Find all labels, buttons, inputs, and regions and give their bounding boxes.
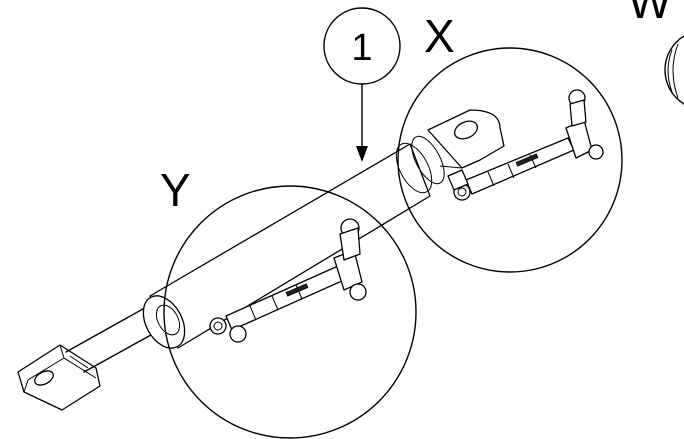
rod-upper-edge — [65, 304, 151, 353]
fitting-x-elbow — [447, 169, 469, 191]
sensor-band-y3 — [295, 284, 303, 300]
detail-y-label: Y — [160, 164, 191, 216]
clevis-hole — [34, 370, 54, 386]
fitting-y-bottom — [349, 283, 367, 301]
rod-shoulder-line — [69, 355, 89, 369]
detail-w-inner-arc — [667, 49, 673, 93]
fitting-x-left-bore — [457, 187, 467, 197]
fitting-y-left-2 — [229, 325, 247, 343]
sensor-band-x2 — [507, 163, 515, 179]
fitting-x-top-stem — [569, 99, 587, 127]
fitting-y-left-bore — [213, 321, 223, 331]
item-balloon: 1 — [323, 7, 401, 162]
leader-arrowhead — [356, 146, 368, 162]
balloon-number: 1 — [351, 27, 372, 69]
sensor-assembly-x — [447, 89, 604, 201]
sensor-assembly-y — [209, 218, 367, 343]
barrel-body — [149, 143, 431, 349]
sensor-band-y2 — [271, 295, 279, 311]
detail-w-circle — [664, 35, 684, 105]
clevis-body — [17, 344, 101, 411]
fitting-y-left — [209, 317, 227, 335]
piston-rod — [65, 304, 161, 373]
rear-mount-base — [439, 165, 463, 169]
cylinder-barrel — [142, 135, 445, 349]
detail-y-circle — [163, 185, 417, 439]
detail-w-label: W — [628, 0, 672, 28]
barrel-front-gland — [155, 304, 181, 336]
fitting-y-top-stem — [339, 227, 361, 261]
detail-x-circle — [397, 47, 623, 273]
rear-clevis-mount — [427, 109, 505, 169]
clevis-edge-2 — [23, 357, 65, 393]
sensor-band-x1 — [487, 171, 495, 187]
rod-lower-edge — [83, 329, 161, 373]
rod-end-clevis — [17, 344, 101, 411]
rear-mount-hole — [453, 120, 479, 140]
detail-x-label: X — [424, 10, 455, 62]
fitting-x-bottom — [588, 144, 604, 160]
barrel-rear-cap — [411, 135, 445, 185]
detail-w-inner-arc-2 — [672, 43, 679, 99]
sensor-label-y — [285, 283, 309, 297]
sensor-band-y1 — [249, 305, 257, 321]
sensor-label-x — [515, 153, 539, 167]
barrel-rear-ring — [395, 142, 433, 194]
detail-w-group: W — [628, 0, 684, 105]
